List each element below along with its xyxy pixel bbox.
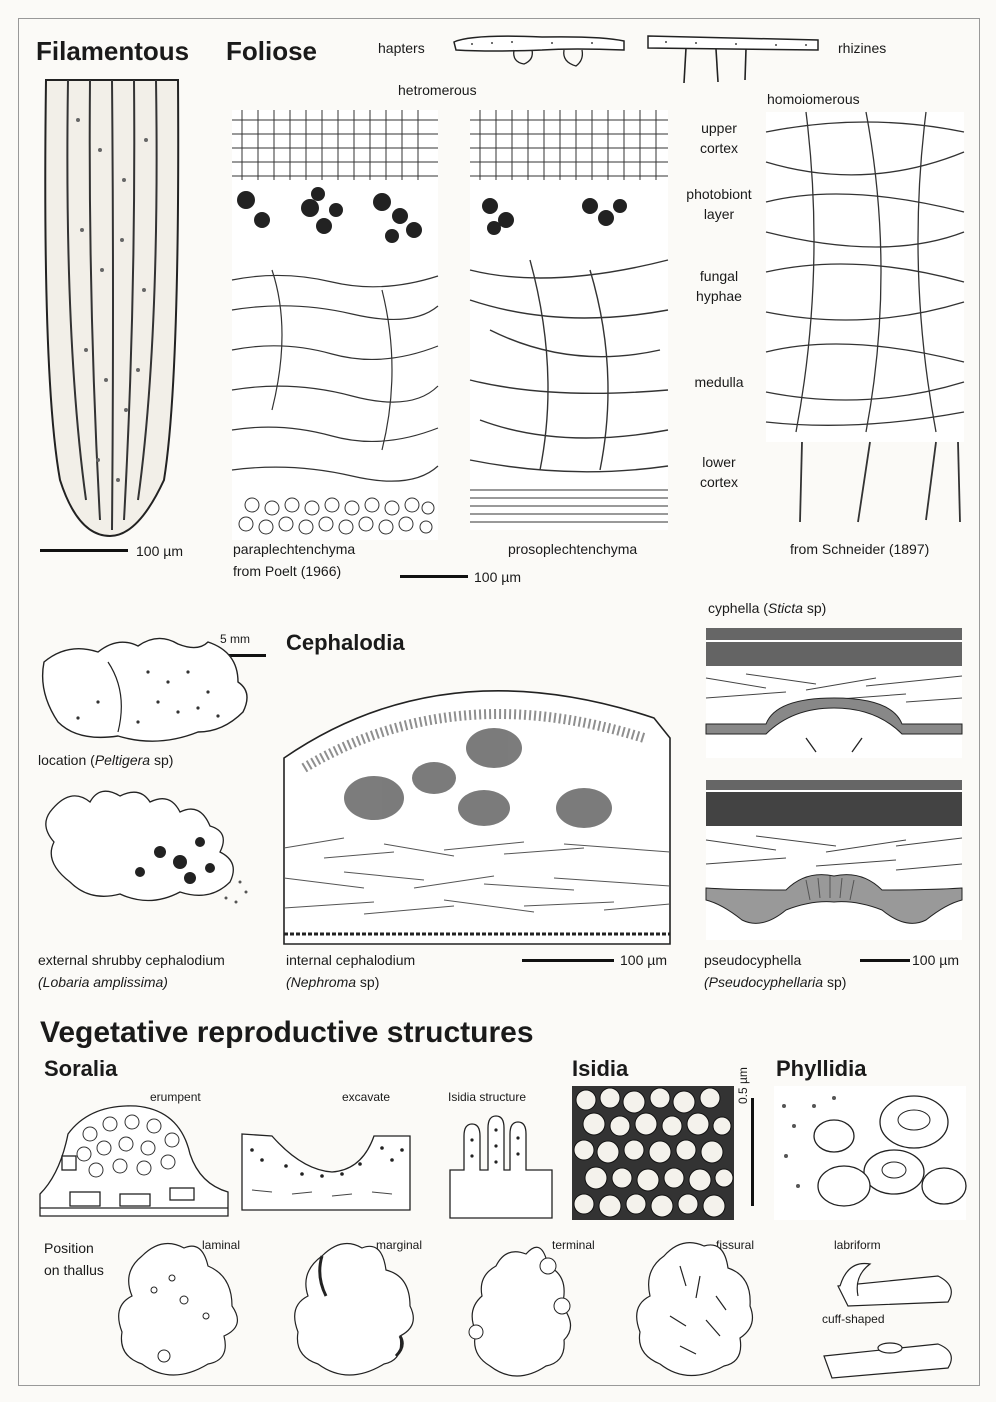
layer-label-line1: upper	[674, 118, 764, 138]
scale-bar-pseudocyphella	[860, 959, 910, 962]
phyllidia-texture-drawing	[774, 1086, 966, 1220]
label-erumpent: erumpent	[150, 1090, 201, 1104]
layer-label-line2: cortex	[674, 138, 764, 158]
label-position: Position	[44, 1240, 94, 1256]
scale-bar-filament	[40, 549, 128, 552]
hapters-drawing	[452, 28, 632, 78]
erumpent-soralium-drawing	[40, 1104, 228, 1220]
heading-isidia: Isidia	[572, 1056, 628, 1082]
caption-poelt: from Poelt (1966)	[233, 563, 341, 579]
layer-label-line2: layer	[674, 204, 764, 224]
heading-foliose: Foliose	[226, 36, 317, 67]
prosoplechtenchyma-drawing	[470, 110, 668, 530]
label-rhizines: rhizines	[838, 40, 886, 56]
heading-soralia: Soralia	[44, 1056, 117, 1082]
rhizines-drawing	[646, 28, 826, 88]
layer-label: uppercortex	[674, 118, 764, 158]
heading-phyllidia: Phyllidia	[776, 1056, 866, 1082]
scale-bar-foliose	[400, 575, 468, 578]
pseudocyphella-drawing	[706, 780, 962, 940]
label-isidia-structure: Isidia structure	[448, 1090, 526, 1104]
scale-label-foliose: 100 µm	[474, 569, 521, 585]
scale-label-05: 0.5 µm	[736, 1067, 750, 1104]
layer-label: medulla	[674, 372, 764, 392]
marginal-thallus-drawing	[286, 1236, 420, 1386]
caption-pseudocyphellaria: (Pseudocyphellaria sp)	[704, 974, 846, 990]
excavate-soralium-drawing	[242, 1130, 410, 1216]
caption-paraplechtenchyma: paraplechtenchyma	[233, 541, 355, 557]
caption-peltigera-location: location (Peltigera sp)	[38, 752, 173, 768]
peltigera-location-drawing	[38, 632, 260, 748]
fissural-thallus-drawing	[630, 1236, 758, 1386]
caption-nephroma: (Nephroma sp)	[286, 974, 379, 990]
caption-pseudocyphella: pseudocyphella	[704, 952, 801, 968]
layer-label-line2: hyphae	[674, 286, 764, 306]
layer-label: fungalhyphae	[674, 266, 764, 306]
cyphella-drawing	[706, 628, 962, 758]
scale-bar-05	[751, 1098, 754, 1206]
scale-label-cephalodium: 100 µm	[620, 952, 667, 968]
label-hapters: hapters	[378, 40, 425, 56]
isidia-texture-drawing	[572, 1086, 734, 1220]
heading-cephalodia: Cephalodia	[286, 630, 405, 656]
paraplechtenchyma-drawing	[232, 110, 438, 540]
heading-vegetative: Vegetative reproductive structures	[40, 1016, 534, 1050]
filamentous-drawing	[38, 80, 186, 538]
label-hetromerous: hetromerous	[398, 82, 477, 98]
internal-cephalodium-drawing	[284, 658, 680, 944]
layer-label-line1: lower	[674, 452, 764, 472]
isidia-structure-drawing	[448, 1110, 554, 1220]
laminal-thallus-drawing	[112, 1236, 246, 1386]
layer-label-line1: fungal	[674, 266, 764, 286]
caption-cyphella: cyphella (Sticta sp)	[708, 600, 826, 616]
caption-schneider: from Schneider (1897)	[790, 541, 929, 557]
homoiomerous-drawing	[766, 112, 964, 532]
scale-bar-cephalodium	[522, 959, 614, 962]
label-excavate: excavate	[342, 1090, 390, 1104]
heading-filamentous: Filamentous	[36, 36, 189, 67]
external-cephalodium-drawing	[40, 782, 260, 912]
label-homoiomerous: homoiomerous	[767, 91, 860, 107]
scale-label-pseudocyphella: 100 µm	[912, 952, 959, 968]
caption-internal-cephalodium: internal cephalodium	[286, 952, 415, 968]
layer-label: lowercortex	[674, 452, 764, 492]
label-labriform: labriform	[834, 1238, 881, 1252]
layer-label-line2: cortex	[674, 472, 764, 492]
caption-prosoplechtenchyma: prosoplechtenchyma	[508, 541, 637, 557]
scale-label-filament: 100 µm	[136, 543, 183, 559]
layer-label-line1: photobiont	[674, 184, 764, 204]
layer-label-line1: medulla	[674, 372, 764, 392]
labriform-cuff-drawing	[818, 1256, 958, 1382]
caption-lobaria: (Lobaria amplissima)	[38, 974, 168, 990]
terminal-thallus-drawing	[466, 1236, 586, 1386]
label-on-thallus: on thallus	[44, 1262, 104, 1278]
caption-external-cephalodium: external shrubby cephalodium	[38, 952, 225, 968]
layer-label: photobiontlayer	[674, 184, 764, 224]
